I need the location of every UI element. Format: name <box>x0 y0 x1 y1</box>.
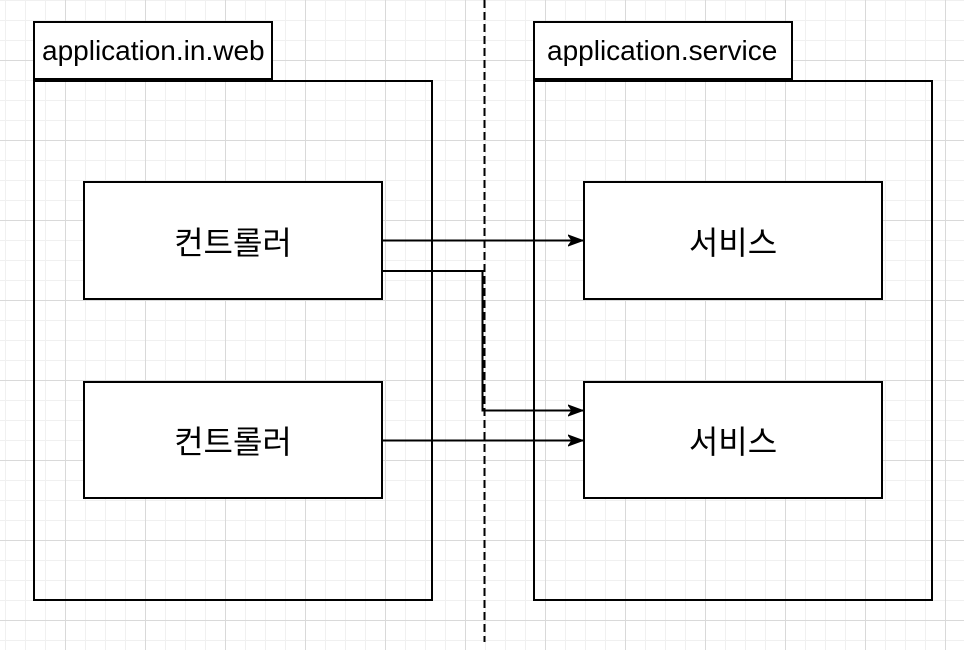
package-body-web <box>33 80 433 601</box>
node-label-controller-1: 컨트롤러 <box>174 224 292 261</box>
node-service-2: 서비스 <box>583 381 883 499</box>
node-label-service-1: 서비스 <box>688 224 778 261</box>
package-tab-service: application.service <box>533 21 793 80</box>
package-tab-web: application.in.web <box>33 21 273 80</box>
node-controller-2: 컨트롤러 <box>83 381 383 499</box>
node-controller-1: 컨트롤러 <box>83 181 383 300</box>
node-label-controller-2: 컨트롤러 <box>174 424 292 460</box>
node-label-service-2: 서비스 <box>688 424 778 460</box>
package-label-web: application.in.web <box>42 34 265 66</box>
package-label-service: application.service <box>547 34 778 66</box>
node-service-1: 서비스 <box>583 181 883 300</box>
package-body-service <box>533 80 933 601</box>
